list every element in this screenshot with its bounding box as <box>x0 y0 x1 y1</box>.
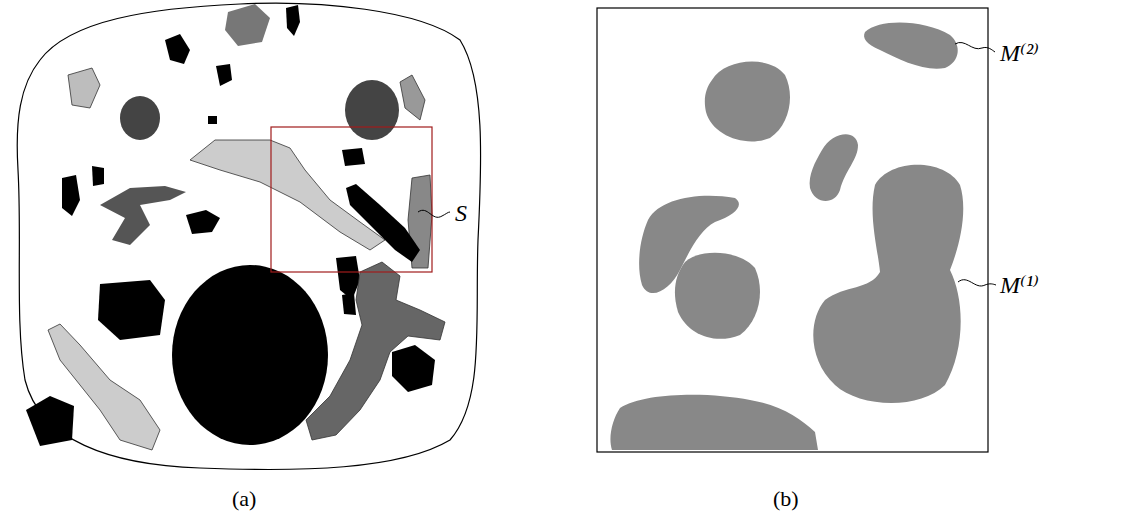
phase-label: M⁽¹⁾ <box>1000 272 1039 298</box>
inclusions-a <box>26 4 445 450</box>
phase-label: M⁽²⁾ <box>1000 40 1039 66</box>
selection-square <box>271 127 432 272</box>
leader-line <box>955 42 995 52</box>
leader-line <box>418 210 450 217</box>
panel-caption: (a) <box>232 487 256 511</box>
inclusions-b <box>610 23 963 450</box>
panel-caption: (b) <box>773 487 799 511</box>
region-label: S <box>455 200 467 226</box>
sample-square <box>597 8 988 452</box>
leader-line <box>958 280 996 286</box>
cell-outline <box>17 3 480 469</box>
